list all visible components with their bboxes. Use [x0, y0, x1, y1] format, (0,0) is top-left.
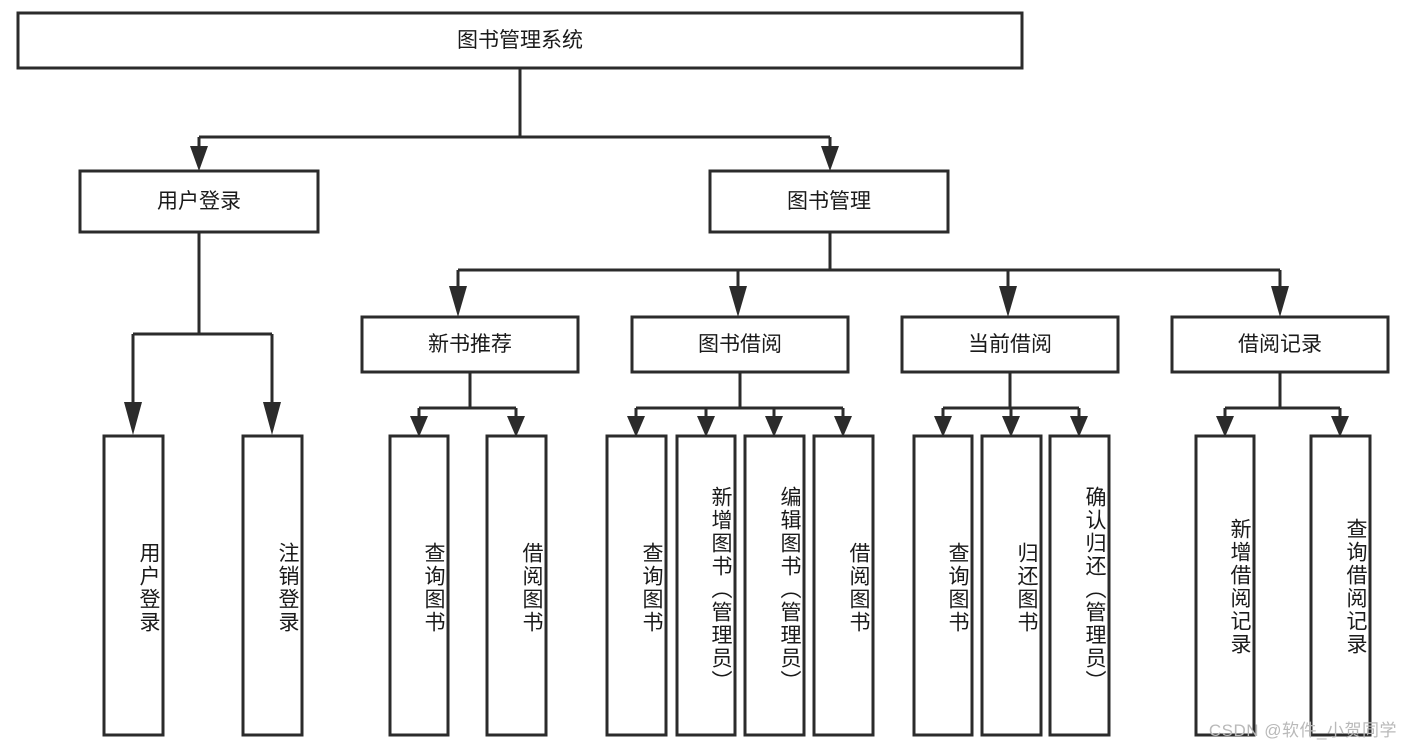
node-borrow-record-box[interactable]	[1170, 315, 1390, 374]
leaf-return-book-box[interactable]	[980, 434, 1043, 737]
arrowhead-leaf-user-logout	[263, 402, 281, 435]
leaf-add-book-admin-box[interactable]	[675, 434, 737, 737]
leaf-confirm-return-admin-box[interactable]	[1048, 434, 1111, 737]
arrowhead-leaf-confirm-return-admin	[1070, 416, 1088, 437]
arrowhead-to-new-book-rec	[449, 286, 467, 317]
arrowhead-leaf-query-borrow-record	[1331, 416, 1349, 437]
leaf-edit-book-admin-box[interactable]	[743, 434, 806, 737]
arrowhead-to-book-borrow	[729, 286, 747, 317]
arrowhead-leaf-edit-book-admin	[765, 416, 783, 437]
arrowhead-leaf-user-login	[124, 402, 142, 435]
leaf-user-login-box[interactable]	[102, 434, 165, 737]
leaf-user-logout-box[interactable]	[241, 434, 304, 737]
leaf-query-borrow-record-box[interactable]	[1309, 434, 1372, 737]
node-user-login-box[interactable]	[78, 169, 320, 234]
leaf-borrow-book-2-box[interactable]	[812, 434, 875, 737]
arrowhead-leaf-query-book-2	[627, 416, 645, 437]
leaf-add-borrow-record-box[interactable]	[1194, 434, 1256, 737]
arrowhead-leaf-add-book-admin	[697, 416, 715, 437]
node-current-borrow-box[interactable]	[900, 315, 1120, 374]
leaf-borrow-book-1-box[interactable]	[485, 434, 548, 737]
arrowhead-root-to-user-login	[190, 146, 208, 171]
node-book-borrow-box[interactable]	[630, 315, 850, 374]
leaf-query-book-2-box[interactable]	[605, 434, 668, 737]
leaf-query-book-1-box[interactable]	[388, 434, 450, 737]
leaf-query-book-3-box[interactable]	[912, 434, 974, 737]
arrowhead-leaf-query-book-3	[934, 416, 952, 437]
arrowhead-leaf-return-book	[1002, 416, 1020, 437]
arrowhead-to-borrow-record	[1271, 286, 1289, 317]
arrowhead-leaf-borrow-book-2	[834, 416, 852, 437]
node-root-box[interactable]	[16, 11, 1024, 70]
node-new-book-rec-box[interactable]	[360, 315, 580, 374]
arrowhead-leaf-borrow-book-1	[507, 416, 525, 437]
arrowhead-to-current-borrow	[999, 286, 1017, 317]
watermark-text: CSDN @软件_小贺同学	[1208, 721, 1397, 740]
node-book-manage-box[interactable]	[708, 169, 950, 234]
arrowhead-leaf-add-borrow-record	[1216, 416, 1234, 437]
arrowhead-root-to-book-manage	[821, 146, 839, 171]
arrowhead-leaf-query-book-1	[410, 416, 428, 437]
